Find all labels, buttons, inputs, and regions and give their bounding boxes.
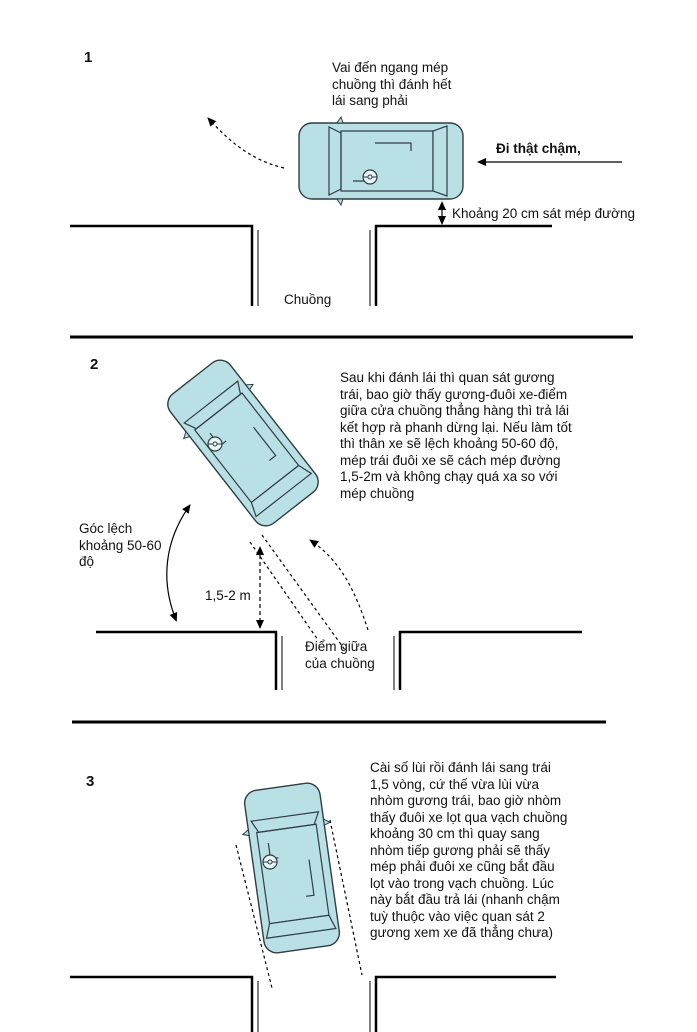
step-number-1: 1 [84,49,93,66]
step-2-instruction: Sau khi đánh lái thì quan sát gương trái… [340,370,572,501]
reverse-path [309,539,369,631]
turn-path [207,117,285,169]
steering-wheel-icon [207,436,223,452]
step-number-2: 2 [90,356,99,373]
angle-arc [166,504,191,622]
section-3-drawing [70,779,556,1032]
midpoint-label: Điểm giữa của chuồng [305,639,375,671]
step-number-3: 3 [86,773,95,790]
step-1-instruction: Vai đến ngang mép chuồng thì đánh hết lá… [332,60,452,108]
section-2-drawing [96,350,582,690]
steering-wheel-icon [262,854,278,870]
car-icon [236,779,348,957]
car-icon [157,350,329,536]
steering-wheel-icon [362,169,378,185]
distance-label: 1,5-2 m [205,588,251,603]
step-3-instruction: Cài số lùi rồi đánh lái sang trái 1,5 vò… [370,760,568,940]
section-1-drawing [70,116,622,306]
direction-label: Đi thật chậm, [496,141,581,156]
angle-label: Góc lệch khoảng 50-60 độ [79,521,162,569]
gap-label: Khoảng 20 cm sát mép đường [452,206,635,221]
car-icon [298,116,464,206]
road-edge-right [374,224,552,306]
road-edge-left [70,224,254,306]
garage-label: Chuồng [284,292,332,307]
